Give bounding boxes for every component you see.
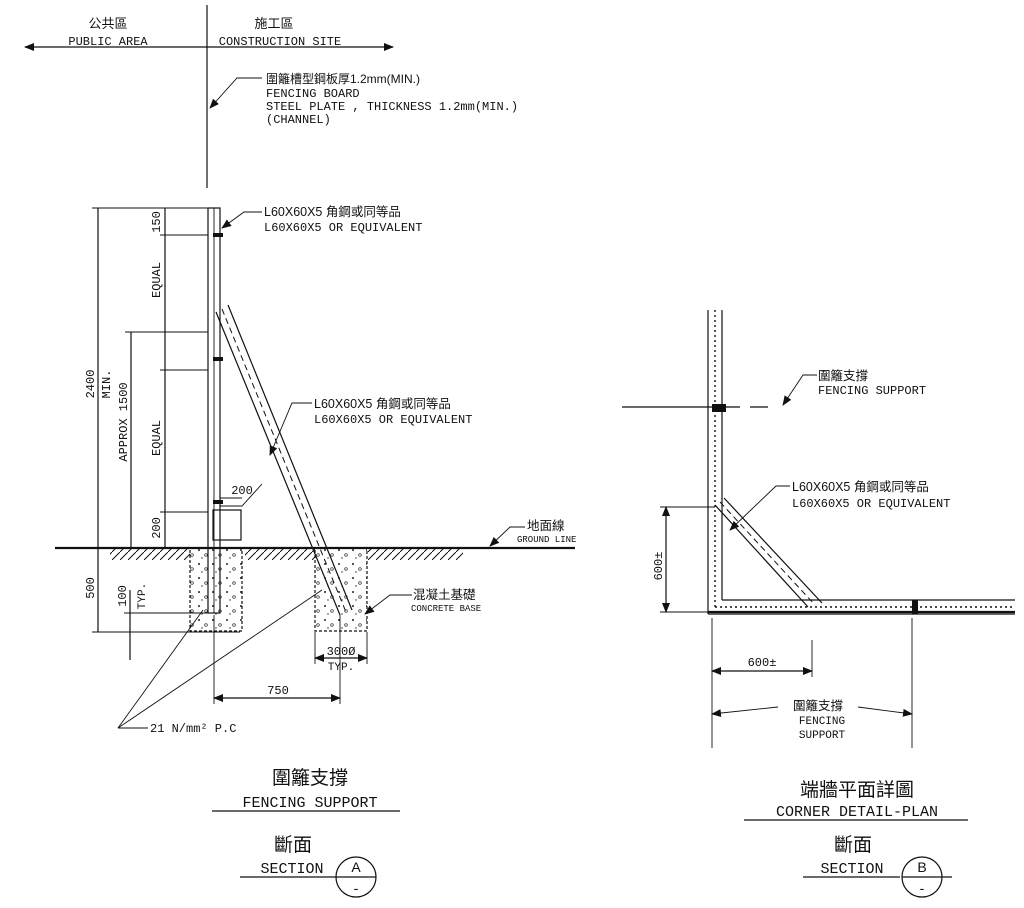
fencing-board-en: FENCING BOARD [266, 87, 360, 101]
dim-600-horizontal: 600± [748, 656, 777, 670]
dim-500: 500 [84, 577, 98, 599]
angle-top-zh: L60X60X5 角鋼或同等品 [264, 204, 401, 219]
dim-300-dia: 300Ø [327, 645, 356, 659]
fencing-board-zh: 圍籬槽型鋼板厚1.2mm(MIN.) [266, 71, 420, 86]
channel-label: (CHANNEL) [266, 113, 331, 127]
angle-top-en: L60X60X5 OR EQUIVALENT [264, 221, 422, 235]
section-a-drawing [55, 207, 575, 729]
corner-plan-drawing [622, 310, 1015, 748]
angle-brace-en: L60X60X5 OR EQUIVALENT [314, 413, 472, 427]
angle-corner-en: L60X60X5 OR EQUIVALENT [792, 497, 950, 511]
dim-approx-1500: APPROX 1500 [117, 382, 131, 461]
zone-divider [24, 5, 394, 188]
corner-support-bottom-en1: FENCING [799, 716, 845, 728]
ground-line-en: GROUND LINE [517, 535, 576, 545]
dim-equal-lower: EQUAL [150, 420, 164, 456]
concrete-base-en: CONCRETE BASE [411, 604, 481, 614]
section-b-letter: B [917, 859, 926, 875]
dim-min: MIN. [100, 370, 114, 399]
dim-150: 150 [150, 211, 164, 233]
dim-typ: TYP. [137, 583, 149, 609]
public-area-en: PUBLIC AREA [68, 35, 148, 49]
section-b-bubble [901, 856, 952, 898]
dim-600-vertical: 600± [652, 552, 666, 581]
angle-brace-zh: L60X60X5 角鋼或同等品 [314, 396, 451, 411]
section-a-en: SECTION [260, 861, 323, 878]
corner-brace [714, 497, 823, 608]
dim-2400: 2400 [84, 370, 98, 399]
title-a-zh: 圍籬支撐 [272, 767, 348, 789]
corner-support-top-en: FENCING SUPPORT [818, 384, 926, 398]
section-b-zh: 斷面 [834, 834, 872, 856]
title-a-en: FENCING SUPPORT [242, 795, 377, 812]
section-a-letter: A [351, 859, 361, 875]
concrete-strength: 21 N/mm² P.C [150, 722, 236, 736]
dim-300-typ: TYP. [328, 662, 354, 674]
public-area-zh: 公共區 [88, 16, 127, 31]
corner-support-bottom-zh: 圍籬支撐 [793, 698, 843, 713]
title-b-zh: 端牆平面詳圖 [800, 779, 914, 801]
corner-support-bottom-en2: SUPPORT [799, 730, 846, 742]
construction-site-en: CONSTRUCTION SITE [219, 35, 341, 49]
section-a-dash: - [354, 880, 359, 896]
section-b-dash: - [920, 880, 925, 896]
concrete-base-zh: 混凝土基礎 [413, 587, 476, 602]
section-a-bubble [335, 856, 377, 898]
concrete-base-right [314, 547, 368, 632]
corner-support-top-zh: 圍籬支撐 [818, 368, 868, 383]
concrete-base-left [189, 547, 243, 632]
fencing-board-leader [209, 77, 262, 109]
construction-site-zh: 施工區 [254, 16, 293, 31]
angle-corner-zh: L60X60X5 角鋼或同等品 [792, 479, 929, 494]
dim-100: 100 [116, 585, 130, 607]
dim-200-horizontal: 200 [231, 484, 253, 498]
title-b-en: CORNER DETAIL-PLAN [776, 804, 938, 821]
section-a-zh: 斷面 [274, 834, 312, 856]
steel-plate-thickness: STEEL PLATE , THICKNESS 1.2mm(MIN.) [266, 100, 518, 114]
dim-equal-upper: EQUAL [150, 262, 164, 298]
dim-200-vertical: 200 [150, 517, 164, 539]
section-b-en: SECTION [820, 861, 883, 878]
dim-750: 750 [267, 684, 289, 698]
ground-line-zh: 地面線 [527, 518, 565, 533]
